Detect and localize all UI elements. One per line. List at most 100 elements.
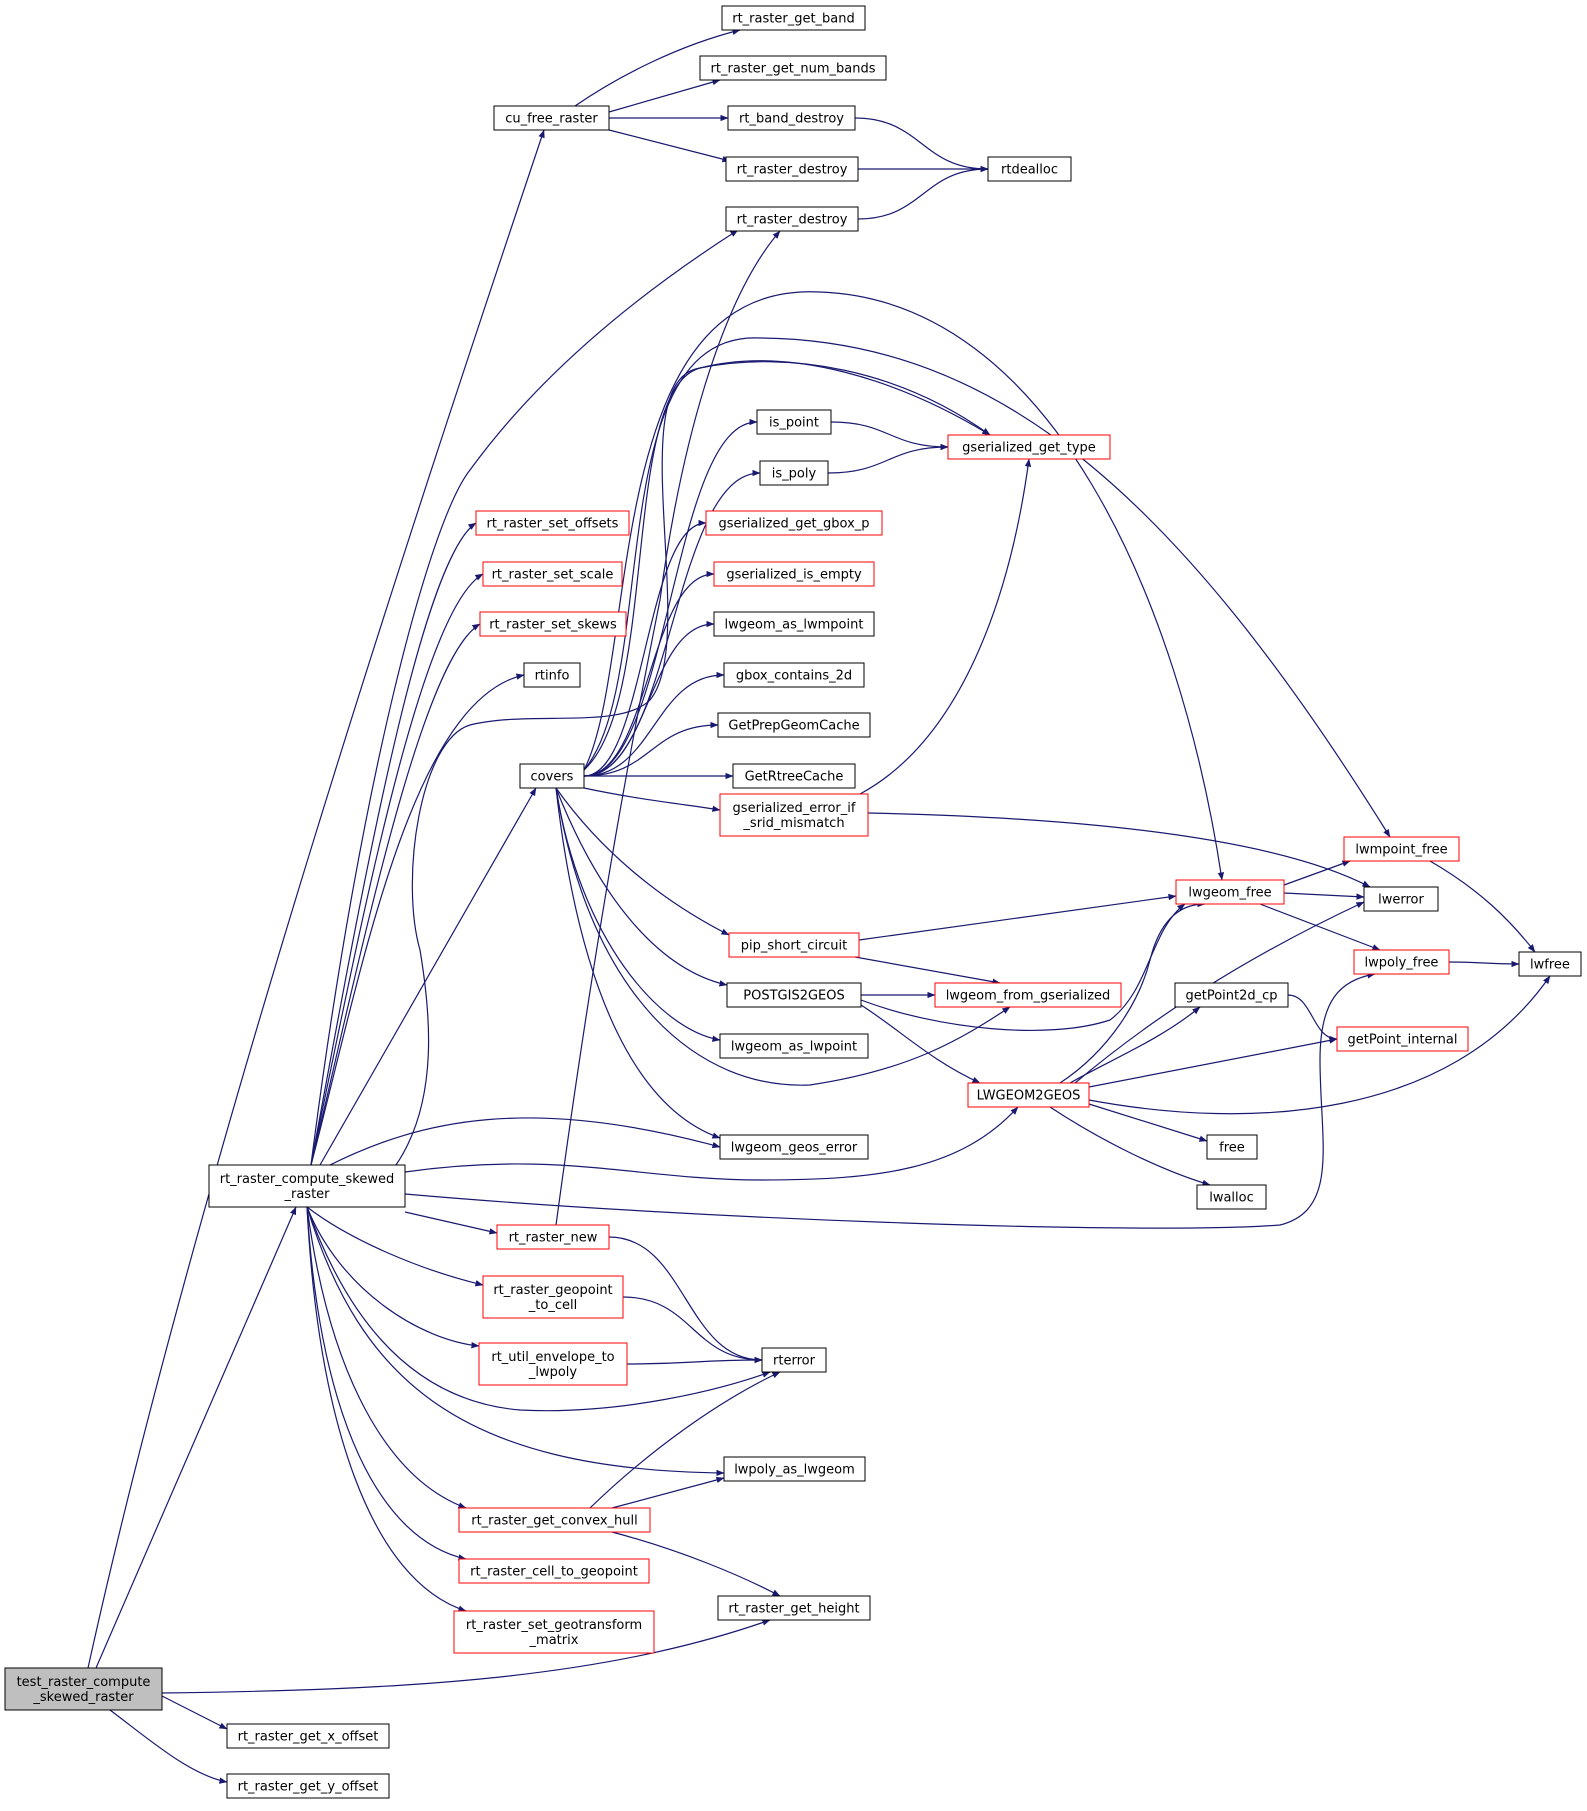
node-box xyxy=(1175,879,1285,905)
edge-rt_raster_compute_skewed_raster-to-gserialized_get_type xyxy=(395,361,991,1166)
node-rt-raster-set-geotransform-matrix[interactable]: rt_raster_set_geotransform_matrix xyxy=(453,1610,655,1654)
node-lwerror[interactable]: lwerror xyxy=(1363,886,1439,912)
edge-rt_raster_get_convex_hull-to-lwpoly_as_lwgeom xyxy=(611,1476,725,1509)
edge-covers-to-gserialized_is_empty xyxy=(583,570,715,777)
node-label: rtinfo xyxy=(535,669,570,684)
node-rt-raster-set-offsets[interactable]: rt_raster_set_offsets xyxy=(475,510,630,536)
edge-arrow xyxy=(1088,975,1551,1115)
edge-arrow xyxy=(583,620,715,777)
node-lwpoly-free[interactable]: lwpoly_free xyxy=(1353,949,1450,975)
node-getPoint2d-cp[interactable]: getPoint2d_cp xyxy=(1174,982,1289,1008)
node-box xyxy=(726,982,862,1008)
node-gserialized-get-gbox-p[interactable]: gserialized_get_gbox_p xyxy=(705,510,883,536)
edge-arrow xyxy=(583,291,1225,881)
node-rt-raster-set-scale[interactable]: rt_raster_set_scale xyxy=(482,561,623,587)
edge-rt_raster_compute_skewed_raster-to-rt_raster_geopoint_to_cell xyxy=(306,1206,484,1287)
node-label: gserialized_get_gbox_p xyxy=(718,517,869,532)
node-rt-raster-cell-to-geopoint[interactable]: rt_raster_cell_to_geopoint xyxy=(458,1558,650,1584)
node-lwfree[interactable]: lwfree xyxy=(1518,951,1582,977)
node-rt-band-destroy[interactable]: rt_band_destroy xyxy=(727,105,856,131)
edge-covers-to-gserialized_get_gbox_p xyxy=(583,519,707,777)
node-rt-raster-geopoint-to-cell[interactable]: rt_raster_geopoint_to_cell xyxy=(482,1275,624,1319)
node-GetRtreeCache[interactable]: GetRtreeCache xyxy=(732,763,856,789)
edge-covers-to-lwgeom_as_lwpoint xyxy=(555,787,721,1042)
node-label: rt_raster_geopoint xyxy=(493,1283,612,1298)
node-label: rt_raster_get_x_offset xyxy=(238,1730,379,1745)
node-box xyxy=(987,156,1072,182)
node-box xyxy=(721,5,866,31)
node-gserialized-is-empty[interactable]: gserialized_is_empty xyxy=(713,561,875,587)
node-rt-raster-get-height[interactable]: rt_raster_get_height xyxy=(717,1595,871,1621)
node-label: rt_raster_set_skews xyxy=(489,618,617,633)
node-rt-util-envelope-to-lwpoly[interactable]: rt_util_envelope_to_lwpoly xyxy=(478,1342,628,1386)
node-box xyxy=(717,1595,871,1621)
node-box xyxy=(523,662,581,688)
edge-arrow xyxy=(583,787,721,812)
node-rtdealloc[interactable]: rtdealloc xyxy=(987,156,1072,182)
node-box xyxy=(947,434,1111,460)
node-rterror[interactable]: rterror xyxy=(761,1347,827,1373)
node-POSTGIS2GEOS[interactable]: POSTGIS2GEOS xyxy=(726,982,862,1008)
node-rt-raster-get-convex-hull[interactable]: rt_raster_get_convex_hull xyxy=(458,1507,651,1533)
node-rt-raster-get-x-offset[interactable]: rt_raster_get_x_offset xyxy=(226,1723,390,1749)
node-rt-raster-get-band[interactable]: rt_raster_get_band xyxy=(721,5,866,31)
node-label: rt_raster_get_band xyxy=(732,12,855,27)
node-pip-short-circuit[interactable]: pip_short_circuit xyxy=(728,932,860,958)
node-label: rt_raster_get_num_bands xyxy=(711,62,876,77)
node-box xyxy=(725,206,859,232)
edge-arrow xyxy=(860,903,1186,1032)
node-lwgeom-from-gserialized[interactable]: lwgeom_from_gserialized xyxy=(934,982,1122,1008)
edge-arrow xyxy=(583,337,1391,838)
node-box xyxy=(1353,949,1450,975)
node-box xyxy=(732,763,856,789)
node-label: lwmpoint_free xyxy=(1355,843,1447,858)
edge-arrow xyxy=(161,1619,771,1694)
node-box xyxy=(719,793,869,837)
node-is-poly[interactable]: is_poly xyxy=(759,460,829,486)
edge-covers-to-lwgeom_as_lwmpoint xyxy=(583,620,715,777)
node-covers[interactable]: covers xyxy=(519,763,585,789)
node-GetPrepGeomCache[interactable]: GetPrepGeomCache xyxy=(717,712,871,738)
node-rt-raster-compute-skewed-raster[interactable]: rt_raster_compute_skewed_raster xyxy=(208,1164,406,1208)
node-label: gserialized_get_type xyxy=(962,441,1096,456)
node-box xyxy=(1518,951,1582,977)
node-rtinfo[interactable]: rtinfo xyxy=(523,662,581,688)
node-free[interactable]: free xyxy=(1206,1134,1258,1160)
node-cu-free-raster[interactable]: cu_free_raster xyxy=(493,105,610,131)
node-label: rt_raster_destroy xyxy=(737,163,848,178)
node-rt-raster-destroy-b[interactable]: rt_raster_destroy xyxy=(725,206,859,232)
node-label: getPoint_internal xyxy=(1347,1033,1457,1048)
node-rt-raster-new[interactable]: rt_raster_new xyxy=(496,1224,610,1250)
node-test-raster-compute-skewed-raster[interactable]: test_raster_compute_skewed_raster xyxy=(4,1667,163,1711)
node-rt-raster-set-skews[interactable]: rt_raster_set_skews xyxy=(479,611,627,637)
node-lwpoly-as-lwgeom[interactable]: lwpoly_as_lwgeom xyxy=(723,1456,866,1482)
node-label: _to_cell xyxy=(528,1298,577,1313)
node-gserialized-error-if-srid-mismatch[interactable]: gserialized_error_if_srid_mismatch xyxy=(719,793,869,837)
node-lwalloc[interactable]: lwalloc xyxy=(1196,1184,1267,1210)
node-LWGEOM2GEOS[interactable]: LWGEOM2GEOS xyxy=(967,1082,1090,1108)
edge-arrow xyxy=(95,1206,297,1669)
node-gbox-contains-2d[interactable]: gbox_contains_2d xyxy=(723,662,865,688)
node-lwgeom-as-lwmpoint[interactable]: lwgeom_as_lwmpoint xyxy=(713,611,875,637)
node-label: cu_free_raster xyxy=(505,112,598,127)
node-lwgeom-as-lwpoint[interactable]: lwgeom_as_lwpoint xyxy=(719,1033,869,1059)
edge-rt_raster_new-to-rt_raster_destroy_b xyxy=(555,230,781,1226)
node-lwmpoint-free[interactable]: lwmpoint_free xyxy=(1343,836,1460,862)
edge-arrow xyxy=(608,1236,763,1364)
node-rt-raster-get-num-bands[interactable]: rt_raster_get_num_bands xyxy=(699,55,887,81)
node-label: lwerror xyxy=(1378,893,1424,908)
node-getPoint-internal[interactable]: getPoint_internal xyxy=(1336,1026,1469,1052)
node-lwgeom-geos-error[interactable]: lwgeom_geos_error xyxy=(719,1134,869,1160)
edge-arrow xyxy=(867,812,1371,888)
edge-arrow xyxy=(329,1117,721,1166)
node-box xyxy=(717,712,871,738)
node-box xyxy=(719,1033,869,1059)
node-lwgeom-free[interactable]: lwgeom_free xyxy=(1175,879,1285,905)
node-label: lwgeom_as_lwmpoint xyxy=(725,618,864,633)
node-is-point[interactable]: is_point xyxy=(756,409,832,435)
node-gserialized-get-type[interactable]: gserialized_get_type xyxy=(947,434,1111,460)
edge-covers-to-gserialized_error_if_srid_mismatch xyxy=(583,787,721,812)
node-rt-raster-get-y-offset[interactable]: rt_raster_get_y_offset xyxy=(226,1773,390,1799)
edge-arrow xyxy=(404,1106,1019,1181)
node-rt-raster-destroy-a[interactable]: rt_raster_destroy xyxy=(725,156,859,182)
